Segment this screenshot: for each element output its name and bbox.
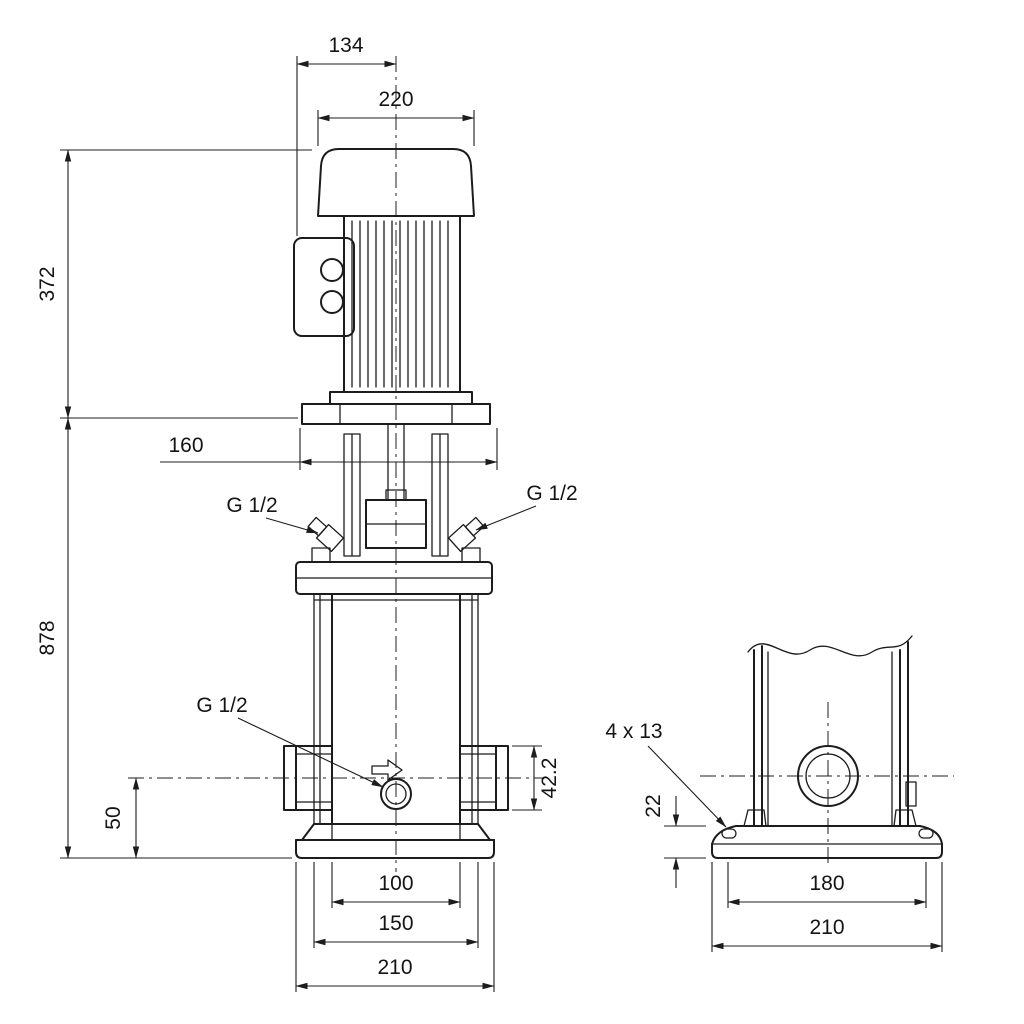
dim-label-220: 220 (378, 88, 413, 111)
dim-220: 220 (317, 88, 475, 146)
staybolts (313, 593, 479, 825)
cable-entry-hole (320, 258, 344, 282)
dim-label-150: 150 (378, 912, 413, 935)
fan-cover (317, 148, 475, 217)
motor-fins (351, 220, 449, 388)
cable-entry-hole (320, 290, 344, 314)
motor-stool-plate (301, 403, 491, 425)
pump-sleeve (313, 593, 479, 825)
dim-50: 50 (102, 777, 140, 859)
plug-boss-right (461, 547, 481, 563)
side-view (711, 635, 943, 859)
break-line (747, 635, 913, 657)
dim-label-42-2: 42.2 (538, 758, 561, 799)
dim-label-134: 134 (328, 34, 363, 57)
plug-boss-left (311, 547, 331, 563)
dim-label-878: 878 (36, 620, 59, 655)
motor-flange (301, 391, 491, 425)
pump-base (295, 823, 495, 859)
dim-22: 22 (642, 794, 706, 888)
dim-160: 160 (160, 428, 498, 470)
plug-label-drain: G 1/2 (196, 694, 247, 717)
dim-label-180: 180 (809, 872, 844, 895)
nameplate (905, 781, 917, 807)
sleeve-walls (331, 593, 461, 825)
dim-210-front: 210 (295, 862, 495, 992)
dim-372: 372 (36, 149, 312, 419)
dim-label-210-front: 210 (377, 956, 412, 979)
pump-head (295, 423, 493, 595)
dim-bolt-holes: 4 x 13 (605, 720, 727, 828)
terminal-box (293, 237, 355, 337)
dim-100: 100 (331, 862, 461, 908)
dim-label-bolt-holes: 4 x 13 (605, 720, 662, 743)
dim-label-160: 160 (168, 434, 203, 457)
end-shield (329, 391, 473, 405)
dim-150: 150 (313, 862, 479, 948)
vent-plug-left (307, 516, 345, 553)
plug-label-right: G 1/2 (526, 482, 577, 505)
dimensions: 134 220 372 878 160 G 1/2 (36, 34, 943, 992)
bolt-slot-left (721, 828, 737, 839)
dim-134: 134 (296, 34, 397, 236)
dim-label-372: 372 (36, 266, 59, 301)
motor (293, 148, 475, 393)
clamp-right (893, 809, 917, 827)
label-drain-plug: G 1/2 (196, 694, 384, 788)
plug-label-left: G 1/2 (226, 494, 277, 517)
sleeve-walls-side (753, 641, 909, 827)
label-vent-plug-left: G 1/2 (226, 494, 319, 534)
dim-878: 878 (36, 417, 292, 859)
label-vent-plug-right: G 1/2 (475, 482, 578, 531)
dim-label-210-side: 210 (809, 916, 844, 939)
side-base (711, 825, 943, 859)
shaft-pin (385, 489, 407, 501)
drain-plug (380, 778, 412, 810)
discharge-port (459, 745, 509, 811)
dim-label-100: 100 (378, 872, 413, 895)
centerlines (128, 56, 954, 872)
stool-bolts (339, 403, 453, 425)
motor-body (343, 215, 461, 393)
dim-180: 180 (727, 862, 927, 908)
dim-label-50: 50 (102, 806, 125, 829)
dim-label-22: 22 (642, 794, 665, 817)
port-opening (797, 745, 859, 807)
flow-direction-arrow (371, 759, 403, 781)
bolt-slot-right (918, 828, 934, 839)
dim-210-side: 210 (711, 862, 943, 952)
vent-plug-right (447, 516, 485, 553)
dim-42-2: 42.2 (512, 745, 561, 811)
